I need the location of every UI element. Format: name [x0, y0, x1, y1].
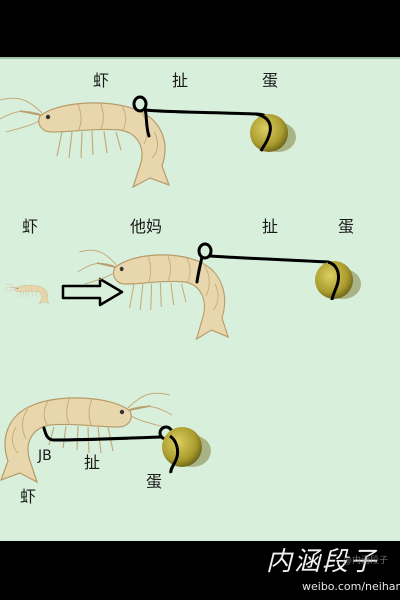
small-shrimp-figure — [4, 284, 50, 304]
panel3-jb-label: JB — [38, 448, 52, 464]
arrow-right-icon — [61, 277, 124, 307]
shrimp-figure-2 — [76, 249, 229, 340]
egg-3 — [162, 427, 211, 467]
panel3-pull-label: 扯 — [84, 453, 101, 472]
weibo-url: weibo.com/neihandz — [302, 580, 400, 593]
panel2-shrimp-label: 虾 — [22, 217, 39, 236]
panel2-pull-label: 扯 — [262, 217, 279, 236]
panel1-egg-label: 蛋 — [262, 71, 279, 90]
egg-loop-1 — [255, 112, 272, 152]
egg-1 — [250, 114, 296, 152]
egg-loop-3 — [169, 434, 180, 474]
panel2-egg-label: 蛋 — [338, 217, 355, 236]
panel2-his-mom-label: 他妈 — [130, 217, 163, 236]
panel1-pull-label: 扯 — [172, 71, 189, 90]
panel3-egg-label: 蛋 — [146, 472, 163, 491]
panel3-shrimp-label: 虾 — [20, 487, 37, 506]
shrimp-figure-1 — [0, 97, 170, 188]
brand-logo: 内涵段子 — [266, 547, 379, 577]
string-2 — [195, 242, 330, 284]
brand-handle: @内涵段子 — [343, 556, 389, 566]
panel1-shrimp-label: 虾 — [93, 71, 110, 90]
egg-loop-2 — [327, 260, 340, 301]
